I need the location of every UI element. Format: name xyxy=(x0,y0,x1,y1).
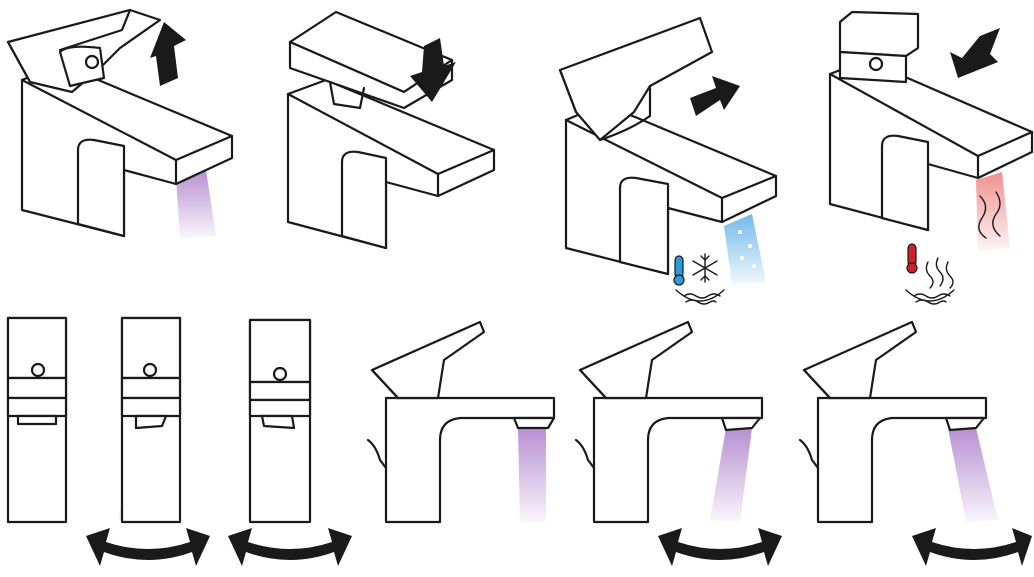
faucet-top-3 xyxy=(560,18,776,304)
steam-icon xyxy=(926,258,953,288)
faucet-front-1 xyxy=(8,318,66,522)
swivel-arrow-icon xyxy=(86,528,210,566)
faucet-front-2 xyxy=(118,318,180,522)
swivel-arrow-icon xyxy=(912,528,1032,566)
arrow-back-icon xyxy=(690,76,740,116)
swivel-arrow-icon xyxy=(658,528,782,566)
arrow-up-icon xyxy=(150,22,186,86)
faucet-top-4 xyxy=(830,12,1032,304)
snowflake-icon xyxy=(693,254,717,282)
flow-stream xyxy=(518,428,546,522)
faucet-side-2 xyxy=(576,322,762,522)
arrow-forward-icon xyxy=(950,28,1000,78)
faucet-side-3 xyxy=(800,322,998,522)
flow-stream-hot xyxy=(976,172,1010,250)
faucet-top-1 xyxy=(8,10,232,238)
faucet-top-2 xyxy=(288,12,494,248)
faucet-lever xyxy=(840,12,918,56)
flow-stream xyxy=(710,428,752,522)
hot-symbol xyxy=(906,244,954,304)
flow-stream xyxy=(948,428,998,522)
faucet-front-3 xyxy=(250,320,312,522)
swivel-arrow-icon xyxy=(228,528,352,566)
faucet-side-1 xyxy=(368,322,554,522)
flow-stream-cold xyxy=(724,214,766,284)
cold-symbol xyxy=(674,254,724,304)
